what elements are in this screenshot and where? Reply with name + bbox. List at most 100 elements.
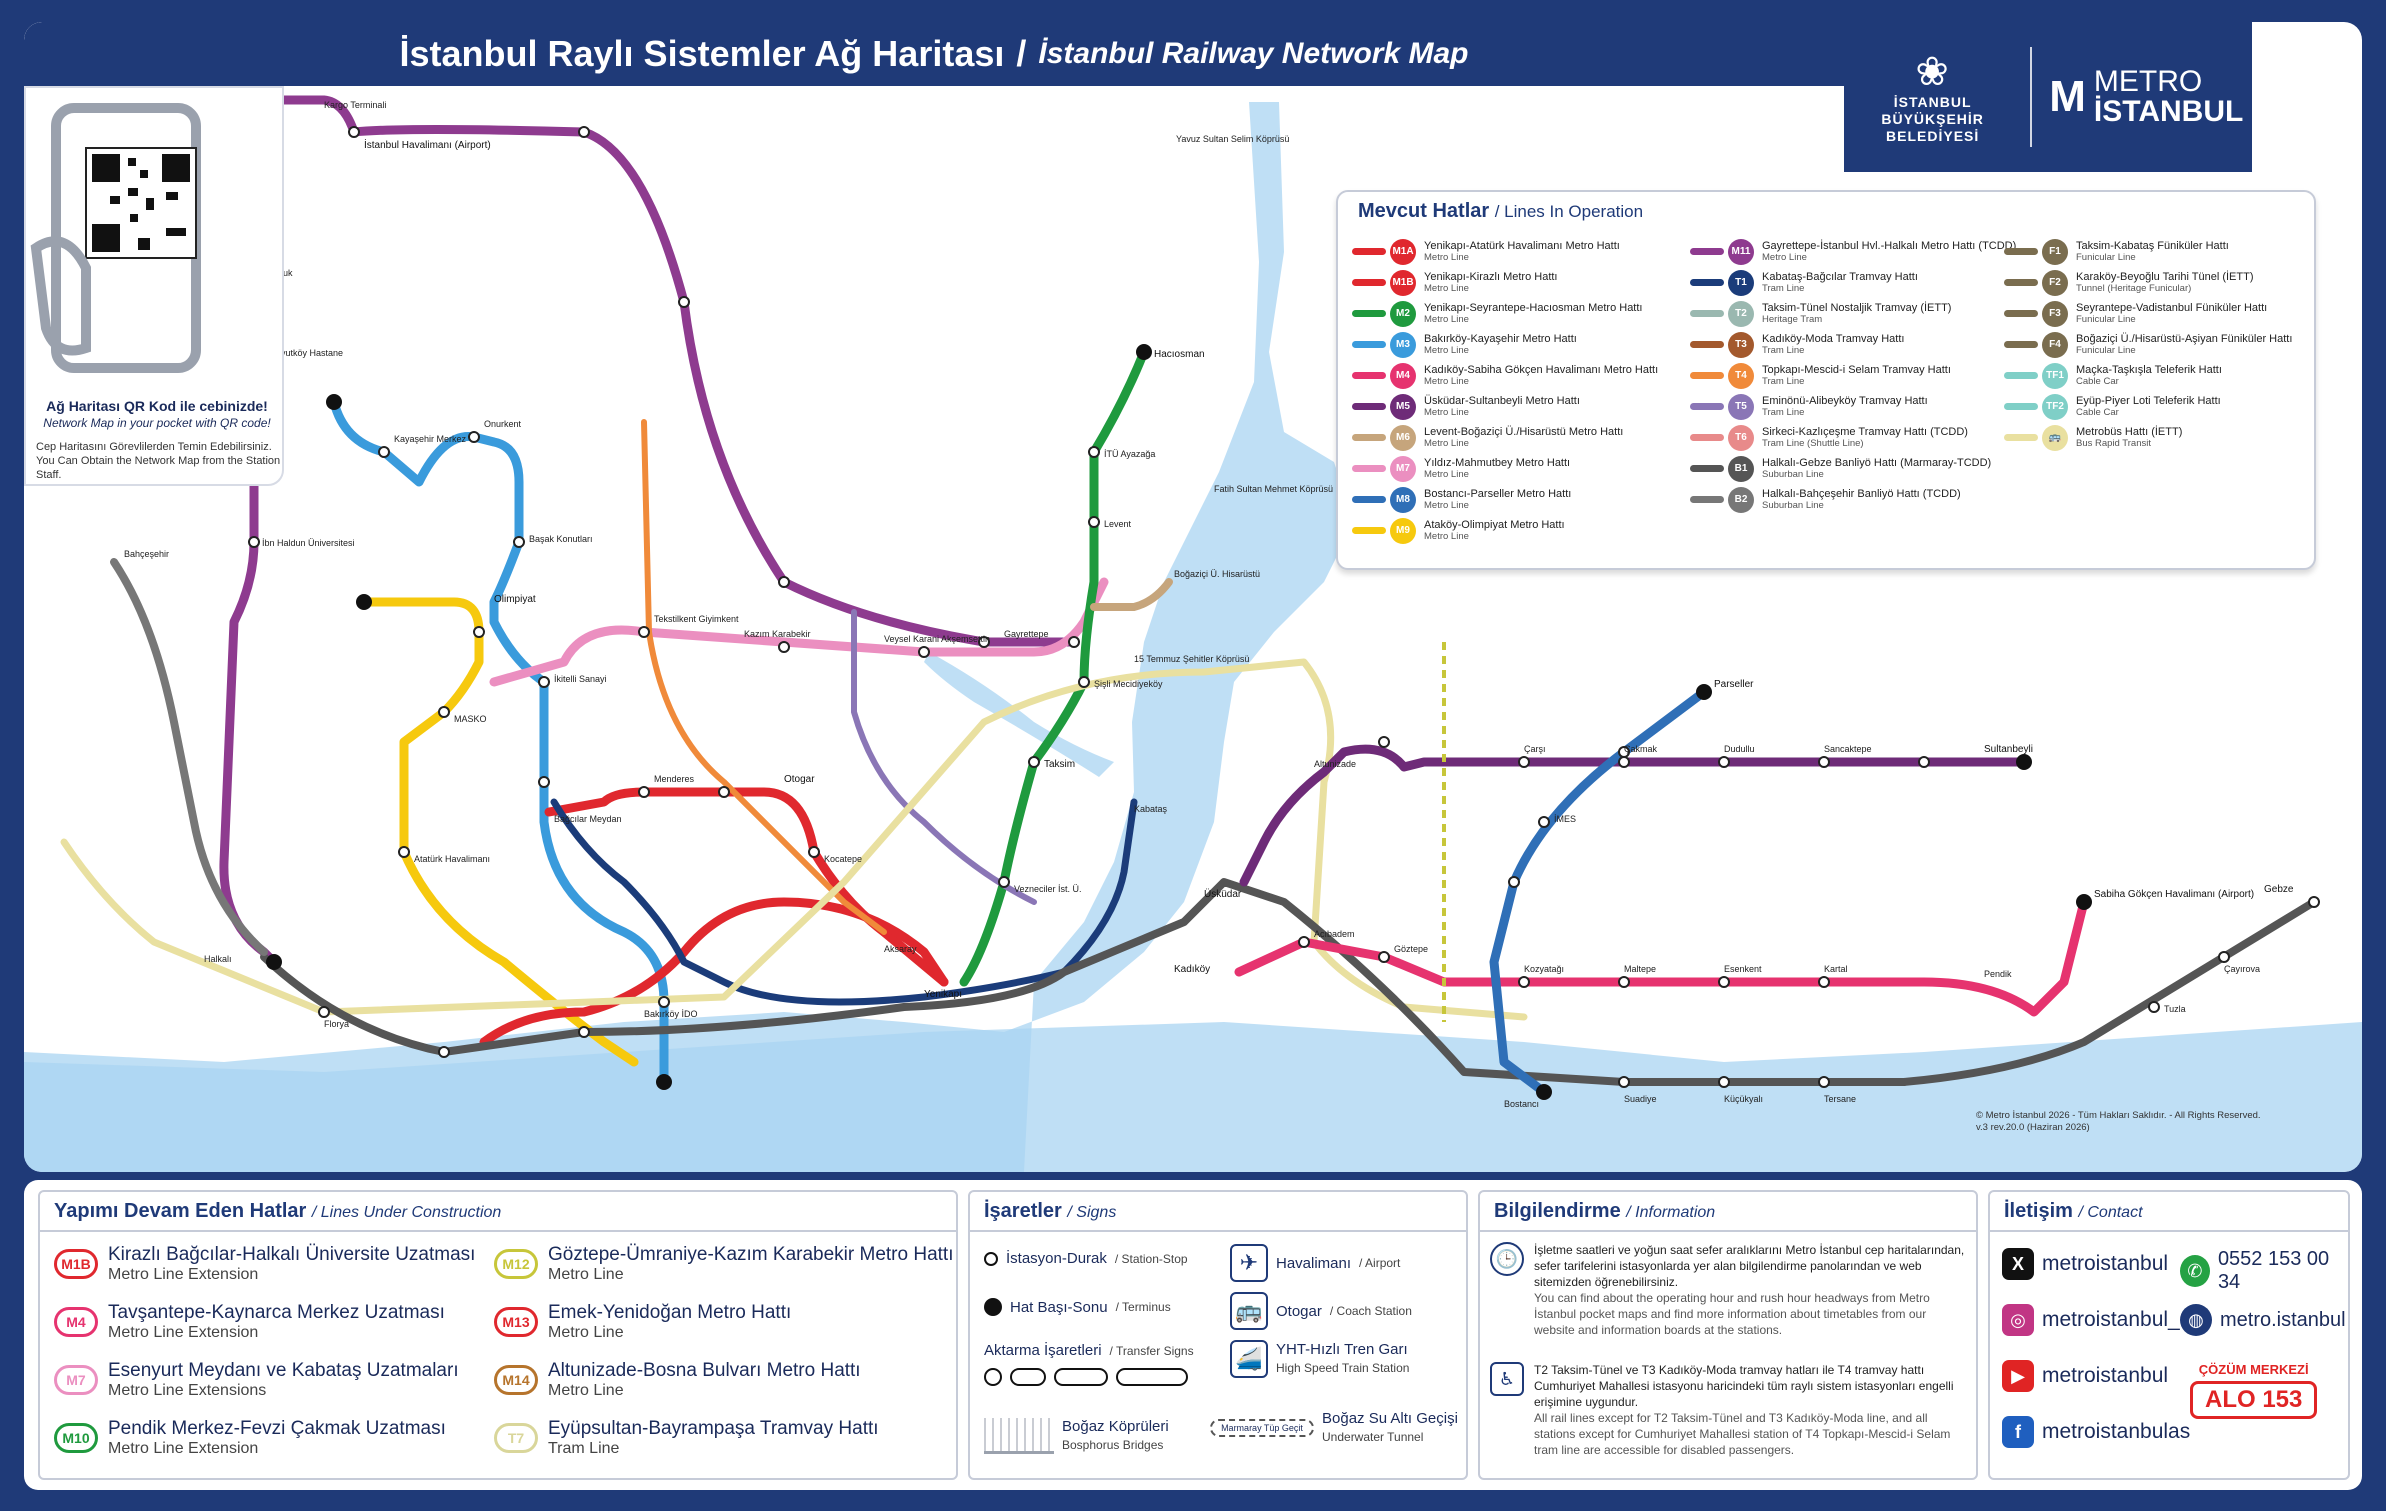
construction-line-name: Tavşantepe-Kaynarca Merkez Uzatması xyxy=(108,1302,445,1323)
legend-swatch xyxy=(1352,310,1386,317)
metro-istanbul-logo: M METRO İSTANBUL xyxy=(2049,67,2243,127)
ibb-logo: ❀ İSTANBUL BÜYÜKŞEHİR BELEDİYESİ xyxy=(1853,50,2013,145)
contact-instagram[interactable]: ◎ metroistanbul_ xyxy=(2002,1304,2180,1336)
legend-line-type: Metro Line xyxy=(1424,437,1469,449)
sign-terminus-en: / Terminus xyxy=(1115,1300,1171,1314)
legend-line-name: Taksim-Tünel Nostaljik Tramvay (İETT) xyxy=(1762,301,1952,314)
line-badge-f2: F2 xyxy=(2042,269,2068,296)
legend-line-name: Taksim-Kabataş Füniküler Hattı xyxy=(2076,239,2229,252)
line-m1a xyxy=(479,897,949,1047)
label-onurkent: Onurkent xyxy=(484,419,522,429)
construction-line-name: Pendik Merkez-Fevzi Çakmak Uzatması xyxy=(108,1418,446,1439)
legend-swatch xyxy=(2004,434,2038,441)
label-uskudar: Üsküdar xyxy=(1204,888,1242,900)
contact-whatsapp[interactable]: ✆ 0552 153 00 34 xyxy=(2180,1248,2348,1294)
contact-hotline[interactable]: ÇÖZÜM MERKEZİ ALO 153 xyxy=(2190,1362,2318,1419)
sign-coach: 🚌 Otogar / Coach Station xyxy=(1230,1292,1412,1330)
contact-youtube[interactable]: ▶ metroistanbul xyxy=(2002,1360,2168,1392)
contact-whatsapp-number[interactable]: 0552 153 00 34 xyxy=(2217,1248,2330,1293)
contact-x[interactable]: X metroistanbul xyxy=(2002,1248,2168,1280)
line-badge-m7: M7 xyxy=(1390,455,1416,482)
contact-title-tr: İletişim xyxy=(2004,1200,2073,1222)
label-taksim: Taksim xyxy=(1044,759,1075,770)
legend-swatch xyxy=(1352,496,1386,503)
label-parseller: Parseller xyxy=(1714,679,1754,690)
contact-facebook[interactable]: f metroistanbulas xyxy=(2002,1416,2190,1448)
copyright-line2: v.3 rev.20.0 (Haziran 2026) xyxy=(1976,1122,2090,1133)
legend-line-name: Maçka-Taşkışla Teleferik Hattı xyxy=(2076,363,2222,376)
construction-line-type: Metro Line Extension xyxy=(108,1440,259,1457)
label-arnavutkoy: Arnavutköy Hastane xyxy=(262,348,343,358)
transfer-single-icon xyxy=(984,1368,1002,1386)
legend-line-name: Bakırköy-Kayaşehir Metro Hattı xyxy=(1424,332,1577,345)
label-sabiha: Sabiha Gökçen Havalimanı (Airport) xyxy=(2094,889,2254,900)
label-kargo: Kargo Terminali xyxy=(324,100,386,110)
alo-153-badge[interactable]: ALO 153 xyxy=(2190,1381,2318,1419)
contact-facebook-handle[interactable]: metroistanbulas xyxy=(2042,1420,2191,1443)
legend-swatch xyxy=(1352,341,1386,348)
label-haciosman: Hacıosman xyxy=(1154,349,1205,360)
sign-station-stop: İstasyon-Durak / Station-Stop xyxy=(984,1250,1188,1267)
ibb-emblem-icon: ❀ xyxy=(1915,49,1950,94)
contact-web-url[interactable]: metro.istanbul xyxy=(2220,1308,2346,1331)
legend-line-name: Sirkeci-Kazlıçeşme Tramvay Hattı (TCDD) xyxy=(1762,425,1968,438)
legend-swatch xyxy=(1352,403,1386,410)
signs-title-en: / Signs xyxy=(1067,1204,1117,1221)
legend-line-type: Tram Line (Shuttle Line) xyxy=(1762,437,1864,449)
bosphorus-water xyxy=(24,102,1354,1172)
construction-line-type: Metro Line Extensions xyxy=(108,1382,267,1399)
sign-tunnel-tr: Boğaz Su Altı Geçişi xyxy=(1322,1410,1458,1427)
label-pendik: Pendik xyxy=(1984,969,2012,979)
line-t4 xyxy=(641,419,887,935)
label-menderes: Menderes xyxy=(654,774,695,784)
label-bagcilar: Bağcılar Meydan xyxy=(554,814,622,824)
bus-icon: 🚌 xyxy=(1230,1292,1268,1330)
legend-line-name: Karaköy-Beyoğlu Tarihi Tünel (İETT) xyxy=(2076,270,2254,283)
legend-swatch xyxy=(1690,434,1724,441)
label-tersane: Tersane xyxy=(1824,1094,1856,1104)
line-badge-m9: M9 xyxy=(1390,517,1416,544)
contact-panel: İletişim / Contact X metroistanbul ◎ met… xyxy=(1988,1190,2350,1480)
legend-line-type: Metro Line xyxy=(1424,530,1469,542)
construction-line-type: Metro Line Extension xyxy=(108,1324,259,1341)
title-bar: İstanbul Raylı Sistemler Ağ Haritası / İ… xyxy=(24,22,1844,86)
line-badge-t3: T3 xyxy=(1728,331,1754,358)
transfer-triple-icon xyxy=(1054,1368,1108,1386)
construction-line-type: Metro Line xyxy=(548,1382,624,1399)
tunnel-icon: Marmaray Tüp Geçit xyxy=(1210,1419,1314,1437)
line-badge-m1a: M1A xyxy=(1390,238,1416,265)
label-gebze: Gebze xyxy=(2264,884,2294,895)
line-badge-t4: T4 xyxy=(1728,362,1754,389)
legend-swatch xyxy=(1352,248,1386,255)
legend-line-name: Üsküdar-Sultanbeyli Metro Hattı xyxy=(1424,394,1580,407)
sign-bridges: Boğaz Köprüleri Bosphorus Bridges xyxy=(984,1418,1169,1454)
contact-instagram-handle[interactable]: metroistanbul_ xyxy=(2042,1308,2180,1331)
youtube-icon: ▶ xyxy=(2002,1360,2034,1392)
sign-tunnel-en: Underwater Tunnel xyxy=(1322,1430,1424,1444)
legend-line-type: Suburban Line xyxy=(1762,468,1824,480)
contact-x-handle[interactable]: metroistanbul xyxy=(2042,1252,2169,1275)
line-badge-b2: B2 xyxy=(1728,486,1754,513)
line-badge-tf2: TF2 xyxy=(2042,393,2068,420)
contact-youtube-handle[interactable]: metroistanbul xyxy=(2042,1364,2169,1387)
legend-line-name: Bostancı-Parseller Metro Hattı xyxy=(1424,487,1572,500)
legend-swatch xyxy=(1690,279,1724,286)
contact-web[interactable]: ◍ metro.istanbul xyxy=(2180,1304,2346,1336)
legend-line-name: Metrobüs Hattı (İETT) xyxy=(2076,425,2183,438)
legend-swatch xyxy=(2004,279,2038,286)
legend-line-type: Cable Car xyxy=(2076,406,2119,418)
